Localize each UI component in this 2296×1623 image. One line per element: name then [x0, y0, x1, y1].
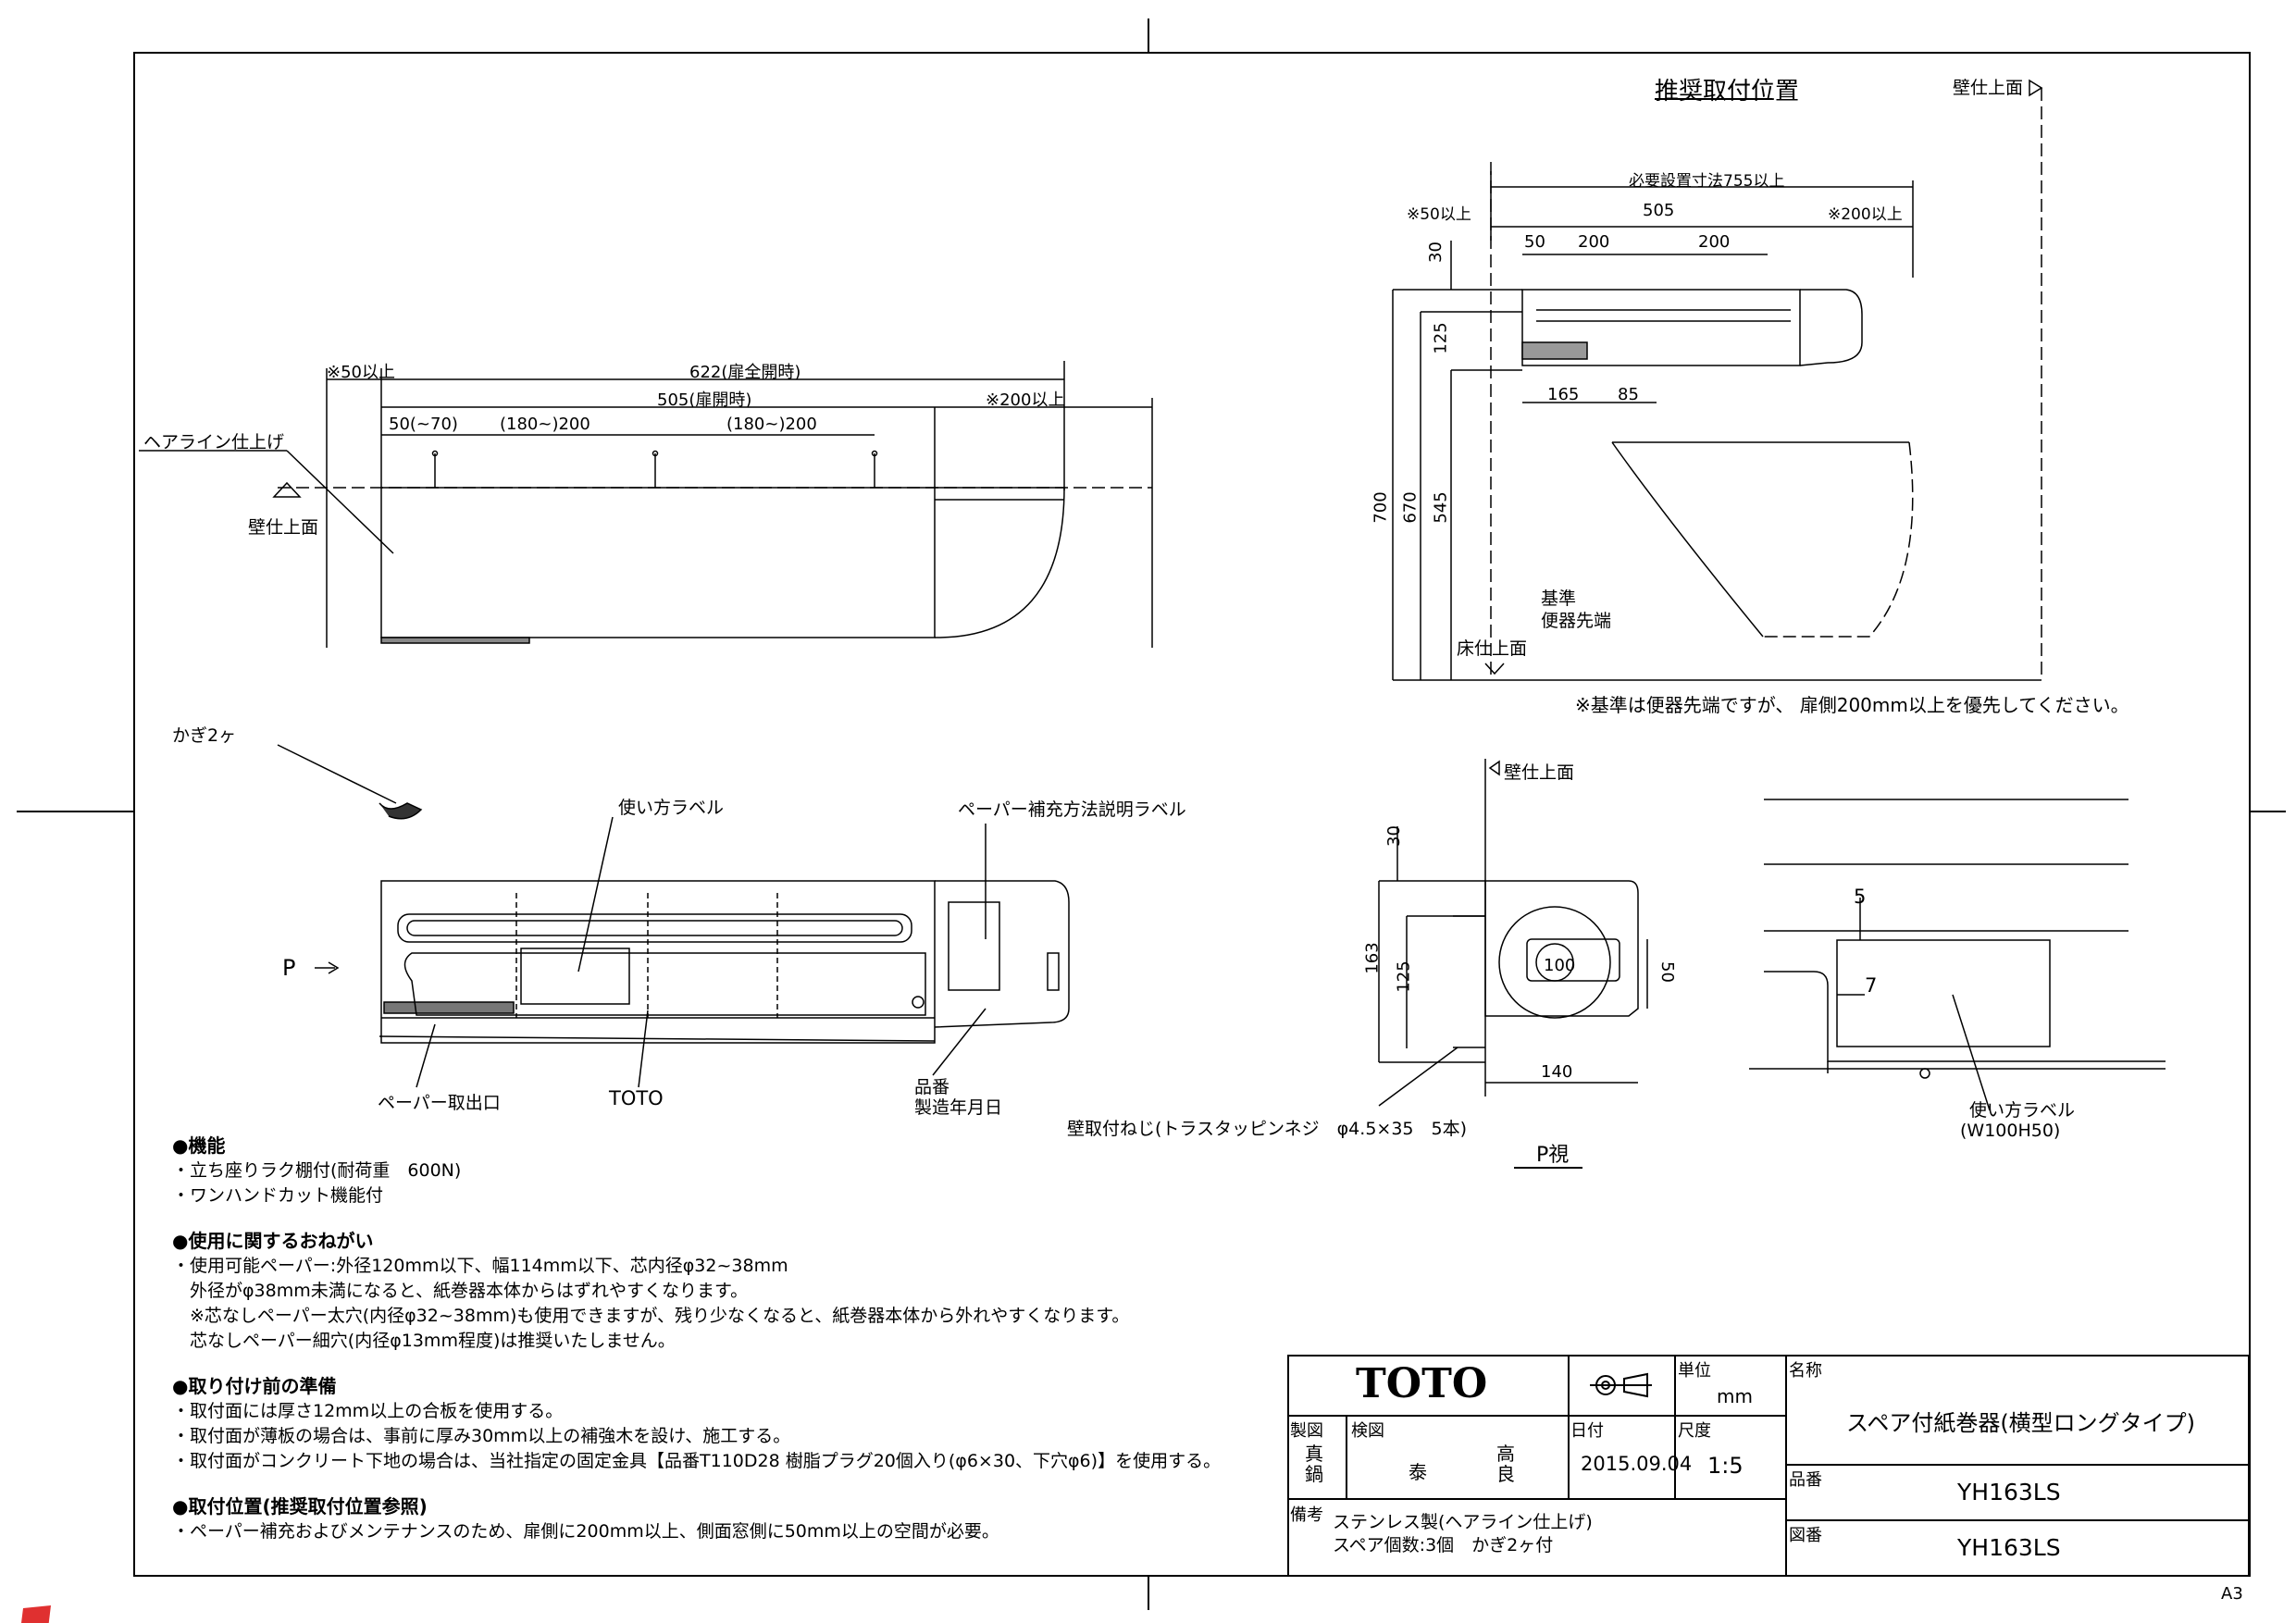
label-wall-surface-side: 壁仕上面 — [1504, 762, 1575, 783]
features-line-1: ・立ち座りラク棚付(耐荷重 600N) — [172, 1160, 462, 1181]
label-mfg-date: 製造年月日 — [914, 1097, 1003, 1118]
date-label: 日付 — [1570, 1421, 1604, 1441]
date-value: 2015.09.04 — [1581, 1453, 1693, 1475]
dim-side-125: 125 — [1394, 960, 1414, 993]
name-label: 名称 — [1789, 1361, 1822, 1381]
dim-side-30: 30 — [1384, 825, 1404, 847]
drawing-no-label: 図番 — [1789, 1526, 1822, 1545]
position-line-1: ・ペーパー補充およびメンテナンスのため、扉側に200mm以上、側面窓側に50mm… — [172, 1521, 999, 1542]
scale-value: 1:5 — [1707, 1453, 1744, 1479]
label-paper-outlet: ペーパー取出口 — [378, 1093, 501, 1113]
dim-top-670: 670 — [1400, 491, 1421, 524]
dim-side-50: 50 — [1657, 961, 1677, 983]
checked-value: 泰 — [1409, 1461, 1427, 1483]
dim-top-50min: ※50以上 — [1407, 205, 1471, 224]
label-wall-surface-top: 壁仕上面 — [1953, 78, 2024, 98]
approved-value: 高良 — [1496, 1443, 1515, 1485]
label-recommended-position: 推奨取付位置 — [1655, 78, 1800, 105]
dim-top-200min: ※200以上 — [1828, 205, 1903, 224]
label-part-number: 品番 — [914, 1077, 950, 1097]
dim-front-200min: ※200以上 — [986, 390, 1065, 410]
toto-logo: TOTO — [1356, 1360, 1488, 1407]
dim-front-622: 622(扉全開時) — [689, 363, 801, 382]
usage-title: ●使用に関するおねがい — [172, 1230, 374, 1252]
usage-line-2: 外径がφ38mm未満になると、紙巻器本体からはずれやすくなります。 — [172, 1281, 749, 1301]
label-toilet-front: 便器先端 — [1541, 611, 1612, 631]
label-p-view: P視 — [1536, 1144, 1570, 1167]
prep-line-2: ・取付面が薄板の場合は、事前に厚み30mm以上の補強木を設け、施工する。 — [172, 1426, 791, 1446]
usage-line-1: ・使用可能ペーパー:外径120mm以下、幅114mm以下、芯内径φ32~38mm — [172, 1256, 788, 1276]
product-no-label: 品番 — [1789, 1470, 1822, 1490]
dim-top-545: 545 — [1431, 491, 1451, 524]
position-title: ●取付位置(推奨取付位置参照) — [172, 1495, 428, 1518]
dim-side-140: 140 — [1541, 1062, 1573, 1082]
label-usage2: 使い方ラベル — [1969, 1100, 2076, 1121]
dim-top-200a: 200 — [1578, 232, 1610, 252]
product-no-value: YH163LS — [1957, 1479, 2061, 1505]
usage-line-4: 芯なしペーパー細穴(内径φ13mm程度)は推奨いたしません。 — [172, 1331, 676, 1351]
remarks-line-2: スペア個数:3個 かぎ2ヶ付 — [1333, 1535, 1554, 1555]
label-basis-note: ※基準は便器先端ですが、 扉側200mm以上を優先してください。 — [1575, 694, 2129, 716]
product-name: スペア付紙巻器(横型ロングタイプ) — [1846, 1410, 2196, 1436]
features-title: ●機能 — [172, 1134, 226, 1157]
label-screws: 壁取付ねじ(トラスタッピンネジ φ4.5×35 5本) — [1067, 1119, 1468, 1139]
remarks-label: 備考 — [1290, 1505, 1323, 1525]
drawing-frame — [133, 52, 2251, 1577]
label-basis: 基準 — [1541, 588, 1577, 609]
label-toto-mark: TOTO — [609, 1087, 664, 1109]
dim-side-100: 100 — [1544, 956, 1576, 975]
detail-view — [277, 744, 1070, 1088]
prep-line-3: ・取付面がコンクリート下地の場合は、当社指定の固定金具【品番T110D28 樹脂… — [172, 1451, 1222, 1471]
drawn-value: 真鍋 — [1305, 1443, 1323, 1485]
corner-logo — [21, 1605, 51, 1623]
dim-front-50-70: 50(~70) — [389, 415, 458, 434]
dim-top-85: 85 — [1618, 385, 1639, 404]
label-refill: ペーパー補充方法説明ラベル — [958, 799, 1186, 820]
label-hooks: かぎ2ヶ — [172, 725, 237, 746]
front-view — [139, 361, 1153, 648]
sheet-size: A3 — [2221, 1584, 2243, 1604]
dim-top-50: 50 — [1524, 232, 1545, 252]
checked-label: 検図 — [1351, 1421, 1384, 1441]
dim-front-50min: ※50以上 — [327, 363, 395, 382]
label-wall-surface: 壁仕上面 — [248, 517, 319, 538]
dim-top-200b: 200 — [1698, 232, 1731, 252]
dim-label-5: 5 — [1854, 886, 1867, 908]
features-line-2: ・ワンハンドカット機能付 — [172, 1185, 384, 1206]
dim-top-125: 125 — [1431, 322, 1451, 354]
dim-top-165: 165 — [1547, 385, 1580, 404]
dim-front-180-200a: (180~)200 — [500, 415, 590, 434]
prep-line-1: ・取付面には厚さ12mm以上の合板を使用する。 — [172, 1401, 564, 1421]
drawn-label: 製図 — [1290, 1421, 1323, 1441]
notes-section: ●機能 ・立ち座りラク棚付(耐荷重 600N) ・ワンハンドカット機能付 ●使用… — [172, 1134, 1283, 1544]
dim-top-505: 505 — [1643, 201, 1675, 220]
dim-top-755: 必要設置寸法755以上 — [1629, 172, 1785, 191]
unit-value: mm — [1717, 1385, 1753, 1407]
dim-top-700: 700 — [1371, 491, 1391, 524]
label-p-arrow: P — [282, 955, 296, 981]
drawing-no-value: YH163LS — [1957, 1534, 2061, 1561]
dim-front-180-200b: (180~)200 — [726, 415, 817, 434]
dim-label-7: 7 — [1865, 974, 1878, 997]
scale-label: 尺度 — [1678, 1421, 1711, 1441]
unit-label: 単位 — [1678, 1361, 1711, 1381]
side-view — [1378, 759, 1648, 1169]
label-floor-surface: 床仕上面 — [1457, 638, 1528, 659]
dim-top-30: 30 — [1425, 242, 1446, 263]
prep-title: ●取り付け前の準備 — [172, 1375, 337, 1397]
title-block-lines — [1287, 1355, 2250, 1577]
dim-front-505: 505(扉開時) — [657, 390, 752, 410]
dim-side-163: 163 — [1362, 942, 1383, 974]
label-usage: 使い方ラベル — [618, 798, 725, 818]
remarks-line-1: ステンレス製(ヘアライン仕上げ) — [1333, 1512, 1593, 1532]
label-usage2-size: (W100H50) — [1960, 1121, 2061, 1141]
recommended-position-view — [1392, 79, 2043, 681]
label-detail-view — [1749, 799, 2166, 1111]
usage-line-3: ※芯なしペーパー太穴(内径φ32~38mm)も使用できますが、残り少なくなると、… — [172, 1306, 1130, 1326]
label-hairline: ヘアライン仕上げ — [143, 432, 285, 452]
